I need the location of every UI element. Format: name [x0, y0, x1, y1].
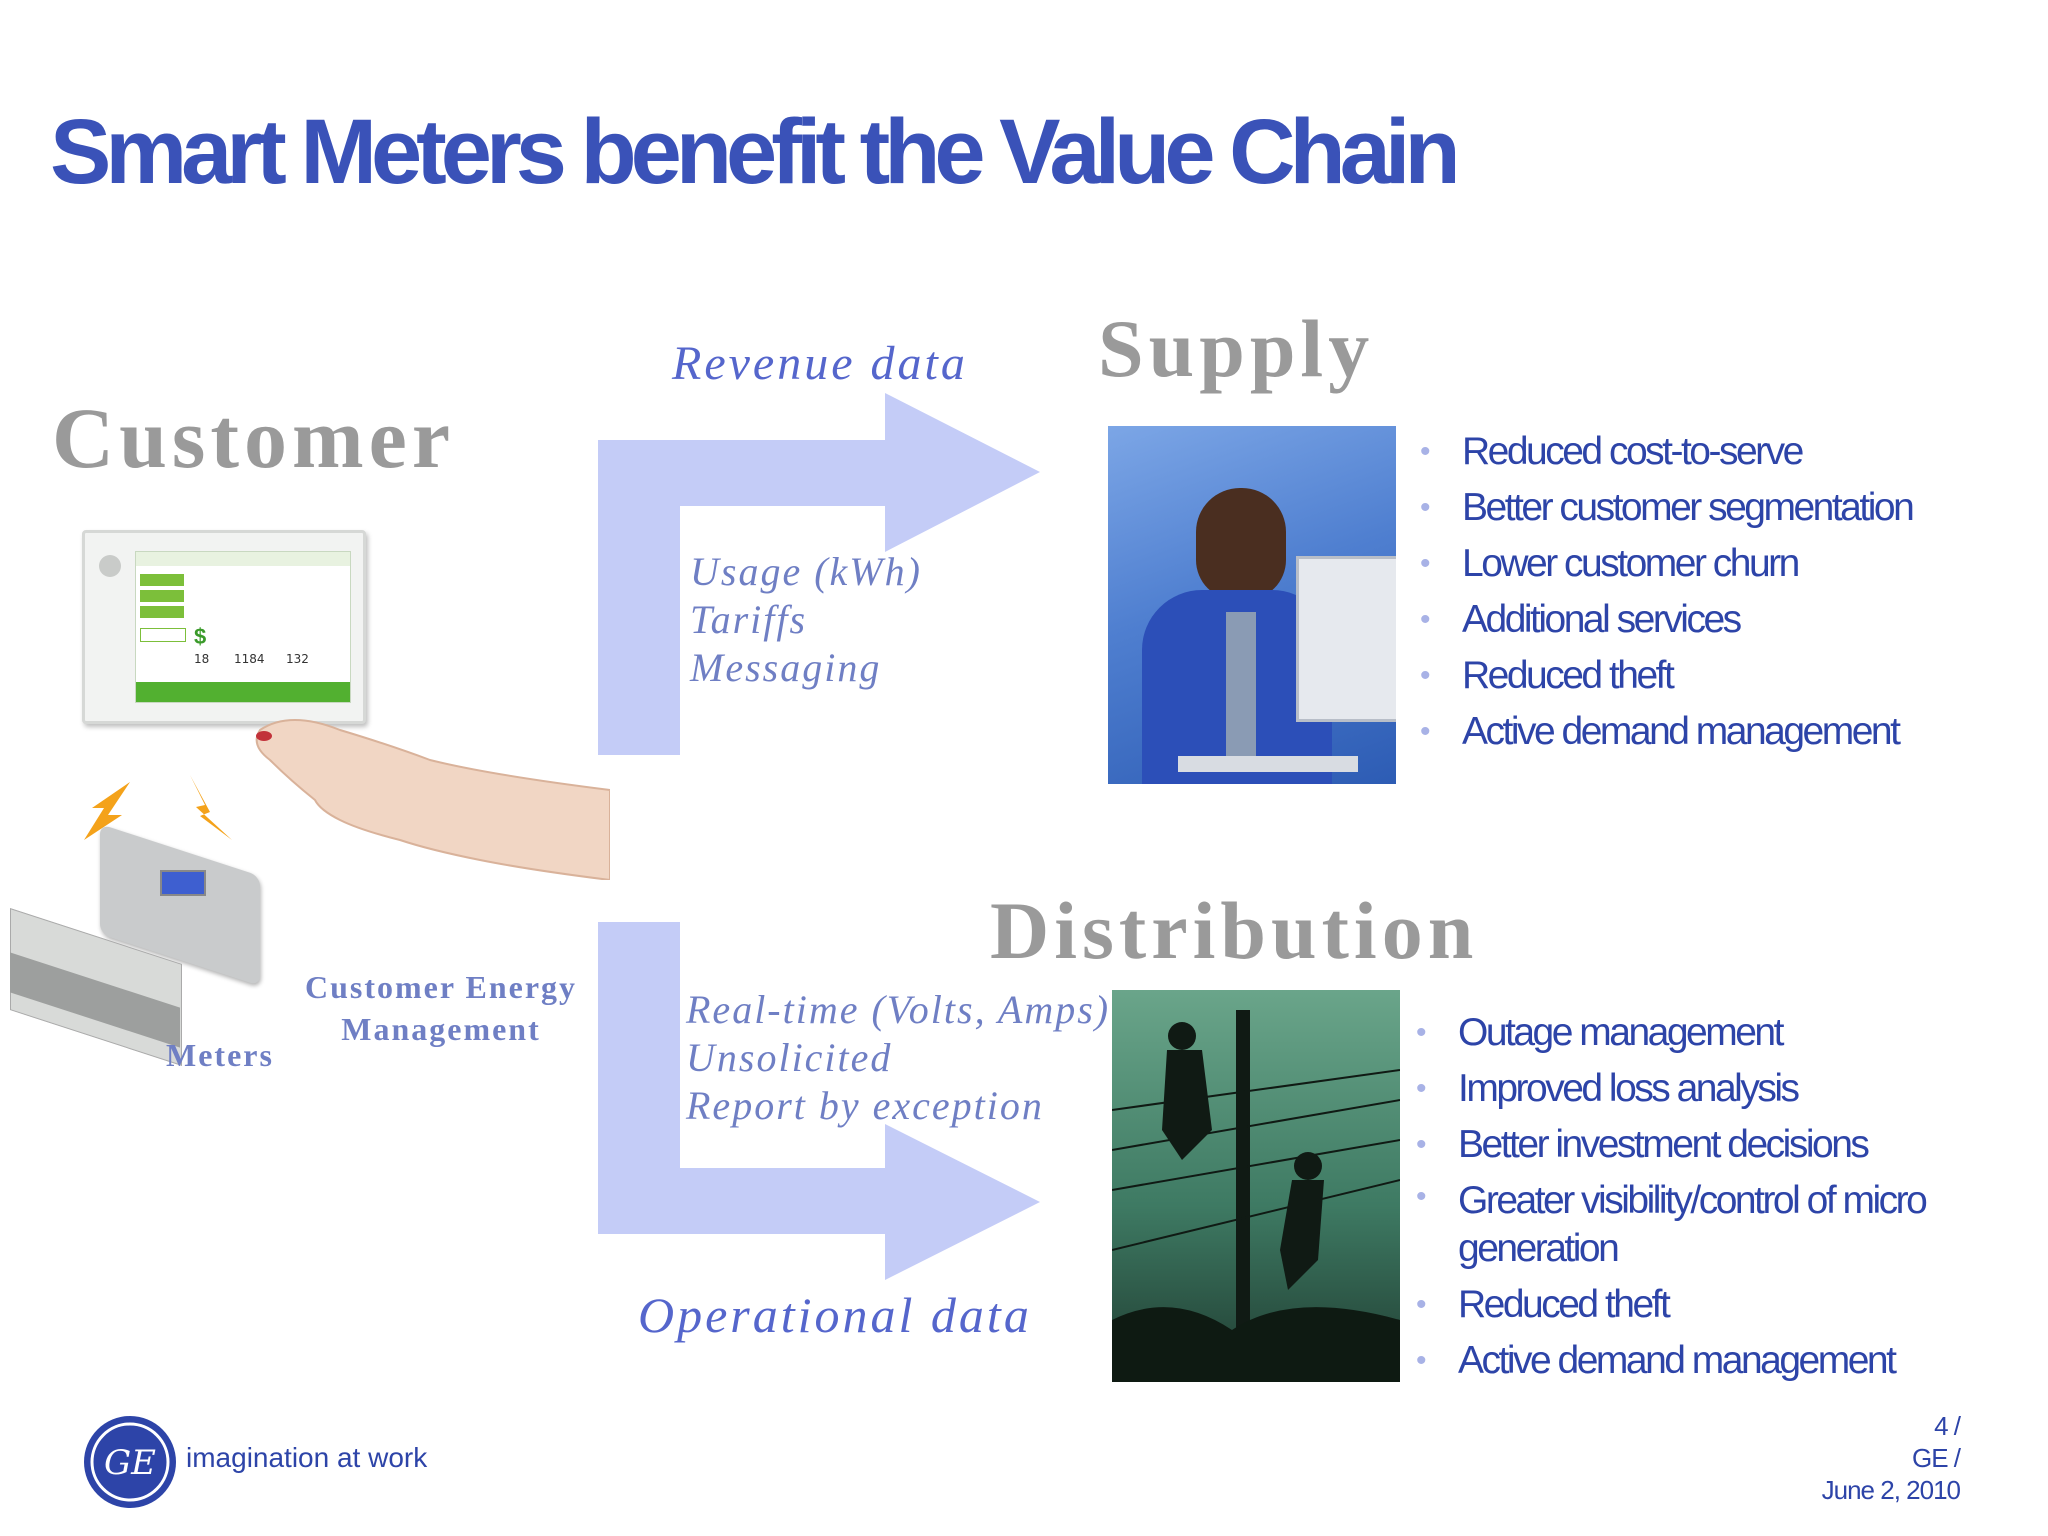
smart-meter-device [10, 824, 260, 1070]
supply-photo [1108, 426, 1396, 784]
tagline: imagination at work [186, 1442, 428, 1473]
meters-label: Meters [166, 1037, 274, 1073]
display-value: 1184 [234, 652, 265, 666]
slide-footer: 4 / GE / June 2, 2010 [1821, 1410, 1961, 1506]
display-screen: $ 18 1184 132 [135, 551, 351, 703]
customer-energy-management-label: Customer Energy Management [304, 969, 578, 1047]
list-item: •Lower customer churn [1420, 536, 1912, 592]
supply-heading: Supply [1098, 303, 1375, 394]
bullet-icon: • [1416, 1180, 1427, 1213]
revenue-items: Usage (kWh) Tariffs Messaging [690, 548, 922, 692]
list-item: •Additional services [1420, 592, 1912, 648]
list-item: •Greater visibility/control of micro gen… [1416, 1173, 1956, 1277]
bullet-icon: • [1420, 715, 1431, 748]
distribution-heading: Distribution [990, 885, 1479, 976]
bullet-icon: • [1420, 659, 1431, 692]
bullet-icon: • [1420, 603, 1431, 636]
revenue-item: Tariffs [690, 597, 808, 642]
operational-data-label: Operational data [638, 1287, 1032, 1343]
customer-heading: Customer [52, 390, 456, 486]
list-item: •Active demand management [1420, 704, 1912, 760]
company-name: GE / [1911, 1443, 1961, 1473]
bullet-icon: • [1416, 1344, 1427, 1377]
list-item: •Reduced theft [1420, 648, 1912, 704]
list-item: •Reduced theft [1416, 1277, 1956, 1333]
bullet-icon: • [1416, 1072, 1427, 1105]
operational-arrow-right-icon [598, 922, 1040, 1280]
operational-item: Report by exception [686, 1083, 1044, 1128]
lightning-icon [84, 782, 130, 840]
distribution-photo [1112, 990, 1400, 1382]
operational-item: Unsolicited [686, 1035, 893, 1080]
supply-benefits-list: •Reduced cost-to-serve •Better customer … [1420, 424, 1915, 760]
operational-items: Real-time (Volts, Amps) Unsolicited Repo… [686, 986, 1110, 1130]
in-home-display: $ 18 1184 132 [82, 530, 366, 724]
bullet-icon: • [1420, 547, 1431, 580]
distribution-benefits-list: •Outage management •Improved loss analys… [1416, 1005, 1956, 1389]
list-item: •Active demand management [1416, 1333, 1956, 1389]
pole-silhouette [1112, 1010, 1400, 1382]
display-value: 18 [194, 652, 210, 666]
lightning-icon [190, 775, 232, 840]
bullet-icon: • [1416, 1016, 1427, 1049]
slide-date: June 2, 2010 [1821, 1475, 1961, 1505]
display-value: 132 [286, 652, 309, 666]
ge-logo-icon: GE [84, 1416, 176, 1508]
revenue-item: Messaging [690, 645, 882, 690]
bullet-icon: • [1420, 435, 1431, 468]
operational-item: Real-time (Volts, Amps) [686, 987, 1111, 1032]
list-item: •Improved loss analysis [1416, 1061, 1956, 1117]
pointing-hand [255, 719, 610, 880]
bullet-icon: • [1416, 1288, 1427, 1321]
bullet-icon: • [1420, 491, 1431, 524]
revenue-data-label: Revenue data [672, 337, 968, 390]
list-item: •Outage management [1416, 1005, 1956, 1061]
list-item: •Better customer segmentation [1420, 480, 1915, 536]
revenue-arrow-right-icon [598, 393, 1040, 755]
revenue-item: Usage (kWh) [690, 549, 922, 594]
slide-title: Smart Meters benefit the Value Chain [50, 101, 1461, 203]
display-ge-icon [99, 555, 121, 577]
page-number: 4 / [1934, 1411, 1961, 1441]
list-item: •Reduced cost-to-serve [1420, 424, 1912, 480]
list-item: •Better investment decisions [1416, 1117, 1956, 1173]
bullet-icon: • [1416, 1128, 1427, 1161]
svg-text:GE: GE [104, 1443, 156, 1483]
